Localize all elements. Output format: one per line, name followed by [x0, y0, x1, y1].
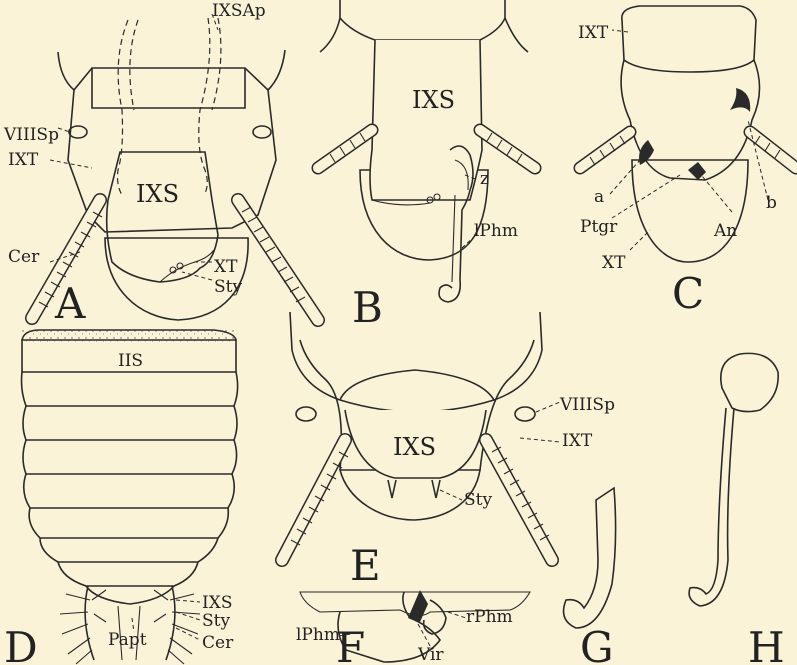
label-e-ixt: IXT [562, 431, 593, 451]
label-b-ixs: IXS [412, 86, 455, 114]
panel-letter-f: F [336, 623, 365, 665]
panel-g: G [564, 488, 616, 665]
panel-letter-c: C [672, 269, 704, 318]
panel-a: IXSAp VIIISp IXT IXS Cer XT Sty A [3, 1, 318, 328]
panel-d-segment-5 [24, 474, 235, 508]
panel-letter-b: B [352, 283, 383, 332]
label-d-cer: Cer [202, 633, 234, 653]
panel-letter-g: G [580, 623, 614, 665]
label-e-ixs: IXS [393, 433, 436, 461]
label-a-ixt: IXT [8, 150, 39, 170]
panel-letter-e: E [350, 541, 381, 590]
label-d-iis: IIS [118, 351, 143, 371]
label-c-an: An [713, 221, 737, 241]
label-a-ixsap: IXSAp [212, 1, 266, 21]
label-a-cer: Cer [8, 247, 40, 267]
label-c-xt: XT [602, 253, 626, 273]
panel-g-phallomere [564, 488, 616, 628]
panel-a-cercus-right [238, 200, 318, 320]
panel-h: H [689, 353, 785, 665]
panel-b-ixs-sternite [370, 40, 482, 200]
panel-c-cercus-right [750, 132, 796, 168]
label-a-viiisp: VIIISp [3, 125, 59, 145]
panel-e-ixt-plate [290, 312, 542, 412]
panel-e-stylus-right [432, 480, 440, 498]
panel-c-ixt-plate [622, 6, 756, 72]
panel-h-head [721, 353, 778, 411]
label-c-ixt: IXT [578, 23, 609, 43]
panel-d-cercus-right [166, 586, 175, 660]
panel-e-cercus-right [486, 440, 552, 560]
panel-letter-h: H [748, 623, 785, 665]
panel-d-segment-8 [58, 562, 198, 586]
panel-d-segment-4 [23, 440, 237, 474]
panel-letter-d: D [4, 623, 38, 665]
panel-b: IXS z lPhm B [318, 0, 535, 332]
panel-c-cercus-left [580, 132, 630, 168]
label-c-a: a [594, 187, 604, 207]
panel-d-cercus-left [85, 586, 94, 660]
label-f-rphm: rPhm [466, 607, 513, 627]
panel-d-segment-2 [22, 372, 238, 406]
label-a-ixs: IXS [136, 180, 179, 208]
panel-e: VIIISp IXT IXS Sty E [282, 312, 615, 590]
panel-e-spiracle-right [515, 407, 535, 421]
label-c-b: b [766, 193, 777, 213]
label-d-papt: Papt [108, 630, 147, 650]
label-f-lphm: lPhm [296, 625, 340, 645]
label-e-sty: Sty [464, 490, 492, 510]
label-a-xt: XT [214, 257, 238, 277]
panel-f: rPhm lPhm Vir F [296, 590, 530, 665]
panel-h-shaft [689, 408, 734, 606]
label-b-z: z [480, 169, 489, 189]
panel-d: IIS IXS Sty Papt Cer D [4, 330, 238, 665]
panel-e-spiracle-left [296, 407, 316, 421]
label-f-vir: Vir [417, 645, 444, 665]
panel-e-stylus-left [388, 480, 396, 498]
label-d-sty: Sty [202, 611, 230, 631]
panel-b-cercus-left [318, 130, 372, 168]
panel-letter-a: A [54, 279, 86, 328]
label-b-lphm: lPhm [474, 221, 518, 241]
label-d-ixs: IXS [202, 593, 232, 613]
panel-b-cercus-right [480, 130, 535, 168]
label-a-sty: Sty [214, 277, 242, 297]
label-c-ptgr: Ptgr [580, 217, 618, 237]
panel-e-cercus-left [282, 440, 348, 560]
panel-d-segment-7 [40, 538, 218, 562]
panel-d-segment-6 [29, 508, 228, 538]
panel-c: IXT a b Ptgr An XT C [578, 6, 796, 318]
panel-f-virga [408, 590, 428, 622]
panel-c-hook-b [730, 88, 750, 112]
panel-d-segment-3 [23, 406, 237, 440]
label-e-viiisp: VIIISp [559, 395, 615, 415]
